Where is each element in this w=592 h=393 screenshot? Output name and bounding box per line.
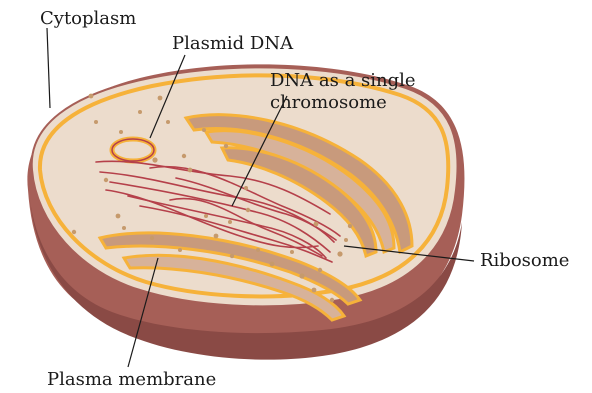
plasma-membrane-label: Plasma membrane — [47, 369, 216, 391]
chromosome-dna-label: DNA as a single chromosome — [270, 70, 416, 114]
cytoplasm-label: Cytoplasm — [40, 8, 136, 30]
chromosome-dna-label-line2: chromosome — [270, 92, 416, 114]
chromosome-dna-label-line1: DNA as a single — [270, 70, 416, 91]
plasmid-dna-label: Plasmid DNA — [172, 33, 293, 55]
leader-cytoplasm — [47, 28, 50, 108]
ribosome-label: Ribosome — [480, 250, 569, 272]
